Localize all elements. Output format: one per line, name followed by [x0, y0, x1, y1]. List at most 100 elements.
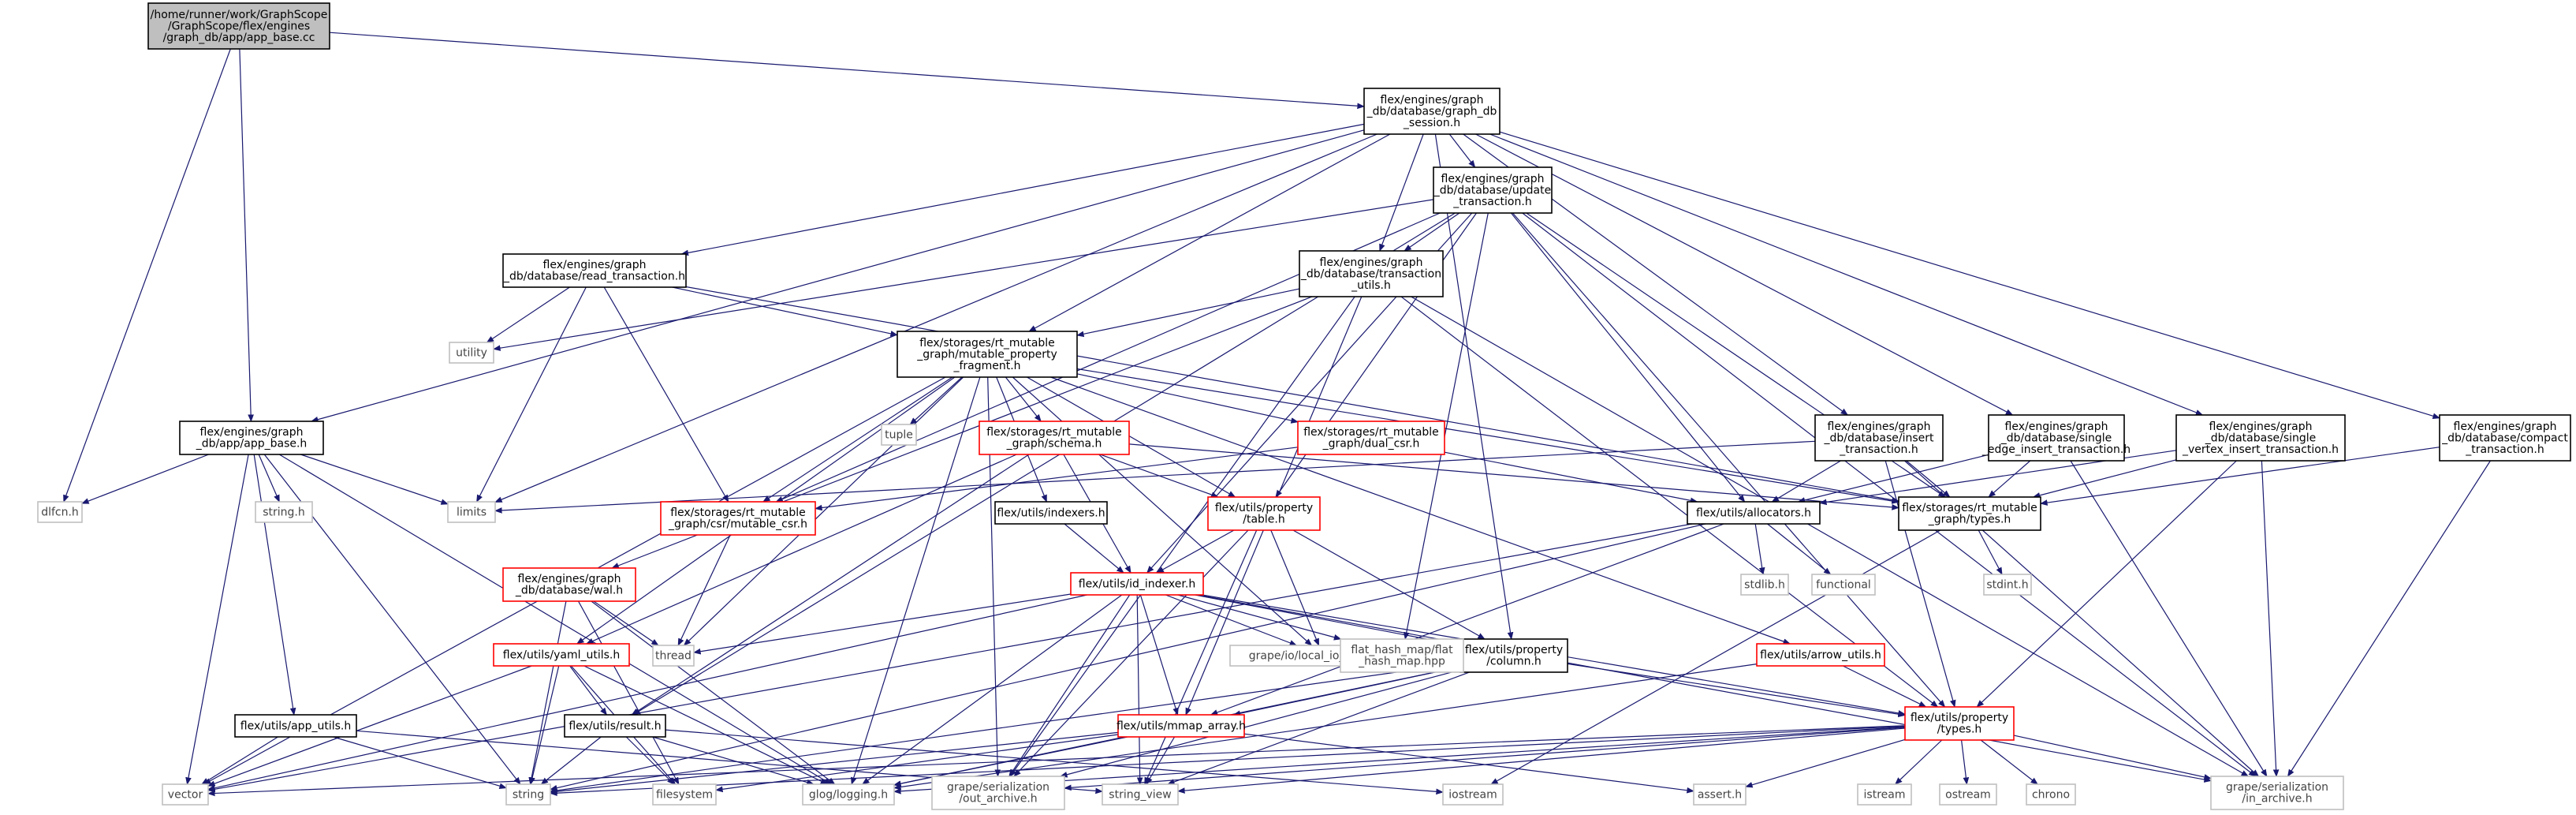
node-box [2439, 414, 2571, 462]
edge-arrow [333, 736, 507, 789]
node-string-view: string_view [1102, 783, 1179, 806]
edge-arrow [201, 736, 278, 785]
node-yaml-utils[interactable]: flex/utils/yaml_utils.h [493, 643, 630, 667]
node-label-line: _db/database/insert [1823, 432, 1934, 444]
include-edge [1128, 443, 1899, 510]
node-app-utils[interactable]: flex/utils/app_utils.h [234, 714, 357, 738]
include-edge [677, 534, 731, 646]
include-edge [672, 286, 898, 337]
include-edge [310, 129, 1365, 423]
node-read-transaction[interactable]: flex/engines/graph_db/database/read_tran… [502, 253, 687, 288]
edge-arrow [1177, 594, 1342, 641]
include-edge [1059, 669, 1461, 778]
include-edge [1567, 663, 1906, 717]
include-edge [1197, 594, 2212, 783]
edge-arrow [583, 665, 829, 785]
edge-arrow [2287, 460, 2491, 777]
include-edge [1403, 212, 1489, 640]
include-edge [583, 665, 829, 785]
node-label-line: flex/storages/rt_mutable [919, 337, 1055, 350]
node-box [505, 783, 551, 806]
include-edge [1243, 733, 1694, 794]
node-transaction-utils[interactable]: flex/engines/graph_db/database/transacti… [1299, 250, 1444, 297]
node-assert-h: assert.h [1693, 783, 1747, 806]
node-box [1433, 166, 1553, 214]
node-label-line: grape/serialization [947, 781, 1049, 794]
include-edge [1076, 368, 1899, 504]
edge-arrow [540, 736, 602, 785]
node-property-table[interactable]: flex/utils/property/table.h [1207, 496, 1321, 531]
node-graph-db-session[interactable]: flex/engines/graph_db/database/graph_db_… [1363, 88, 1500, 135]
node-mmap-array[interactable]: flex/utils/mmap_array.h [1117, 714, 1246, 738]
include-edge [1771, 460, 1841, 503]
node-label-line: flex/utils/property [1911, 712, 2008, 724]
edge-arrow [550, 725, 1906, 797]
include-edge [239, 48, 254, 422]
edge-arrow [493, 199, 1434, 351]
node-stdlib: stdlib.h [1740, 574, 1789, 596]
edge-arrow [893, 664, 1758, 791]
edge-arrow [81, 454, 209, 504]
node-rt-types[interactable]: flex/storages/rt_mutable_graph/types.h [1898, 496, 2041, 531]
include-edge [1009, 296, 1355, 777]
node-label-line: flex/storages/rt_mutable [670, 507, 806, 519]
node-property-column[interactable]: flex/utils/property/column.h [1459, 638, 1568, 673]
node-mutable-property-fragment[interactable]: flex/storages/rt_mutable_graph/mutable_p… [897, 331, 1078, 378]
node-insert-transaction[interactable]: flex/engines/graph_db/database/insert_tr… [1814, 414, 1944, 462]
node-compact-transaction[interactable]: flex/engines/graph_db/database/compact_t… [2439, 414, 2571, 462]
include-edge [680, 123, 1365, 256]
include-edge [1379, 133, 1424, 252]
node-label-line: flex/engines/graph [2209, 421, 2313, 433]
node-label-line: _db/database/update [1433, 184, 1551, 196]
edge-arrow [1005, 376, 1042, 422]
node-id-indexer[interactable]: flex/utils/id_indexer.h [1070, 572, 1204, 596]
edge-arrow [2032, 459, 2177, 499]
node-arrow-utils[interactable]: flex/utils/arrow_utils.h [1756, 643, 1885, 667]
node-label-line: flex/utils/app_utils.h [240, 720, 351, 732]
node-mutable-csr[interactable]: flex/storages/rt_mutable_graph/csr/mutab… [660, 501, 816, 536]
node-app-base-h[interactable]: flex/engines/graph_db/app/app_base.h [179, 421, 324, 455]
node-dual-csr[interactable]: flex/storages/rt_mutable_graph/dual_csr.… [1297, 421, 1445, 455]
include-edge [1499, 131, 2440, 419]
node-string-h: string.h [255, 501, 313, 523]
edge-arrow [1270, 529, 1320, 646]
node-box [1687, 501, 1821, 525]
include-edge [1448, 133, 1476, 168]
include-edge [1980, 739, 2038, 785]
node-box [660, 501, 816, 536]
node-box [2210, 776, 2344, 810]
edge-arrow [715, 734, 1119, 793]
edge-arrow [1976, 460, 2237, 708]
node-box [493, 643, 630, 667]
edge-arrow [1499, 131, 2440, 419]
node-label-line: _transaction.h [1452, 196, 1531, 208]
node-label-line: istream [1864, 788, 1906, 801]
edge-arrow [625, 736, 675, 785]
node-label-line: /table.h [1243, 514, 1285, 526]
edge-arrow [2070, 460, 2268, 777]
include-edge [1444, 451, 1698, 504]
edge-arrow [494, 440, 1816, 514]
node-box [1857, 783, 1912, 806]
node-indexers[interactable]: flex/utils/indexers.h [994, 501, 1108, 525]
node-result-h[interactable]: flex/utils/result.h [564, 714, 666, 738]
node-property-types[interactable]: flex/utils/property/types.h [1904, 706, 2015, 741]
node-wal[interactable]: flex/engines/graph_db/database/wal.h [502, 567, 636, 602]
include-edge [685, 286, 1899, 503]
node-label-line: flex/utils/property [1465, 644, 1563, 656]
node-box [802, 783, 895, 806]
node-allocators[interactable]: flex/utils/allocators.h [1687, 501, 1821, 525]
include-edge [1177, 594, 1342, 641]
node-update-transaction[interactable]: flex/engines/graph_db/database/update_tr… [1433, 166, 1553, 214]
node-label-line: flex/engines/graph [2005, 421, 2108, 433]
node-label-line: flex/engines/graph [1828, 421, 1931, 433]
node-label-line: /types.h [1937, 723, 1982, 736]
edge-arrow [1843, 665, 1927, 708]
include-edge [63, 48, 231, 503]
node-single-vertex-insert[interactable]: flex/engines/graph_db/database/single_ve… [2175, 414, 2346, 462]
edge-arrow [1139, 594, 1179, 716]
node-single-edge-insert[interactable]: flex/engines/graph_db/database/single_ed… [1981, 414, 2131, 462]
node-schema-h[interactable]: flex/storages/rt_mutable_graph/schema.h [979, 421, 1130, 455]
include-edge [1961, 739, 1970, 785]
node-app-base-cc[interactable]: /home/runner/work/GraphScope/GraphScope/… [147, 2, 330, 50]
